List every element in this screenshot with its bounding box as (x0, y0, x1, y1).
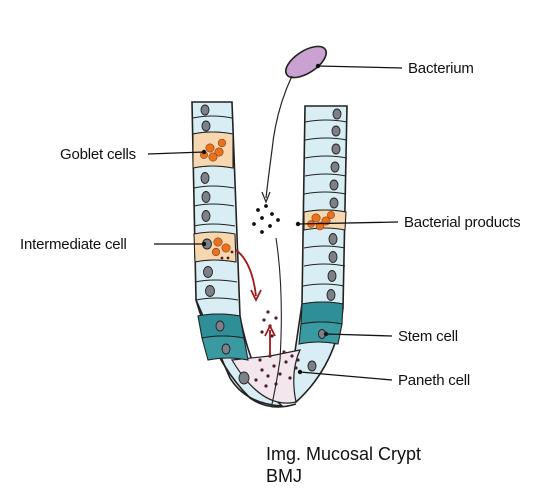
goblet-cells-label: Goblet cells (60, 146, 136, 163)
stem-cell-label: Stem cell (398, 328, 458, 345)
caption-line-2: BMJ (266, 466, 302, 487)
bacterial-products (252, 204, 280, 234)
stem-cell-right (301, 302, 343, 324)
bacterial-products-label: Bacterial products (404, 214, 520, 231)
caption-line-1: Img. Mucosal Crypt (266, 444, 421, 465)
bacterium-cell (281, 40, 332, 84)
bacterium-label: Bacterium (408, 60, 474, 77)
leader-lines (148, 66, 402, 380)
bacterium-flagellum (266, 76, 292, 198)
paneth-cell-label: Paneth cell (398, 372, 470, 389)
intermediate-cell-label: Intermediate cell (20, 236, 127, 253)
